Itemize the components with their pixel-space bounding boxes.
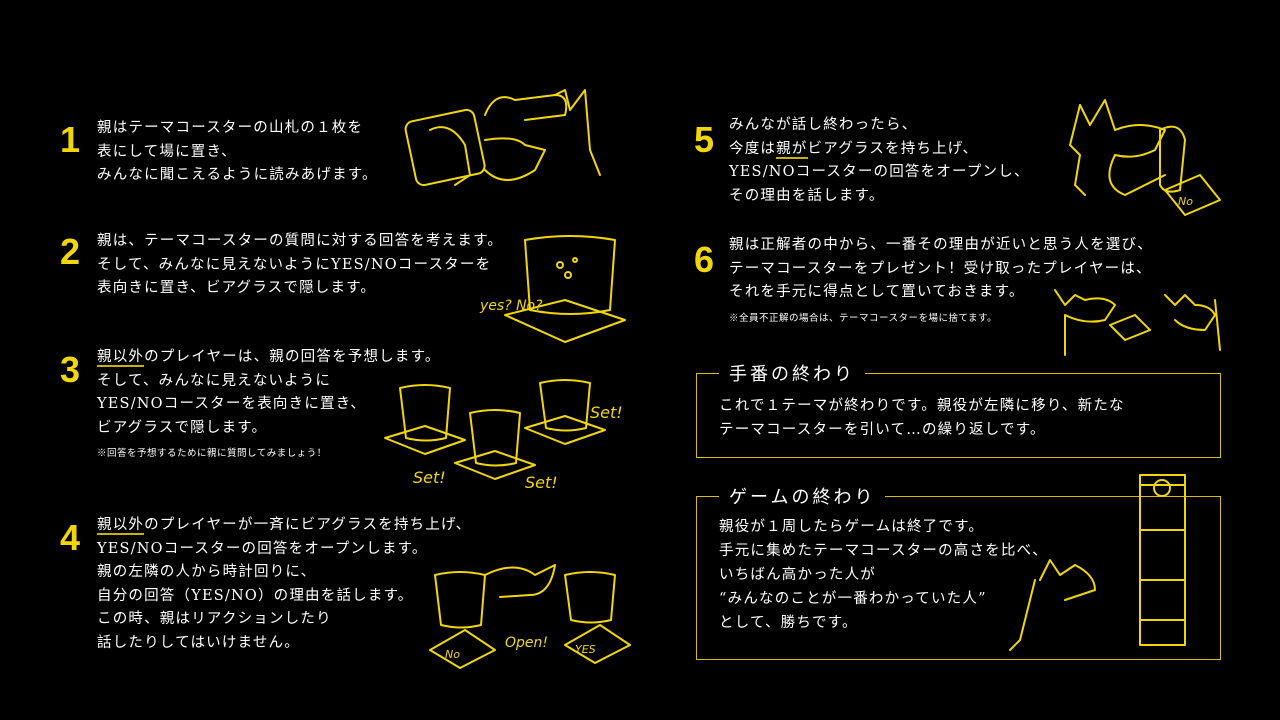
step-2-text: 親は、テーマコースターの質問に対する回答を考えます。 そして、みんなに見えないよ… [97,230,503,301]
step-line: 自分の回答（YES/NO）の理由を話します。 [97,587,414,604]
underline-non-parent: 親以外 [97,349,145,367]
no-doodle: No [445,648,460,661]
step-1-text: 親はテーマコースターの山札の１枚を 表にして場に置き、 みんなに聞こえるように読… [97,117,378,188]
step-line: みんなに聞こえるように読みあげます。 [97,167,378,183]
parent-monster-illustration: No [1069,99,1221,216]
set-doodle: Set! [525,473,558,492]
step-line: この時、親はリアクションしたり [97,611,332,627]
set-glasses-illustration: Set! Set! Set! [384,379,623,492]
step-line: 表向きに置き、ビアグラスで隠します。 [97,280,377,296]
step-note: ※回答を予想するために親に質問してみましょう！ [97,448,327,459]
step-line: 表にして場に置き、 [97,143,237,160]
step-line: 今度は [729,140,777,157]
step-5-text: みんなが話し終わったら、 今度は親がビアグラスを持ち上げ、 YES/NOコースタ… [729,114,1030,208]
text-line: 手元に集めたテーマコースターの高さを比べ、 [719,543,1048,559]
yes-doodle: YES [575,643,596,656]
text-line: これで１テーマが終わりです。親役が左隣に移り、新たな [719,398,1125,414]
step-line: そして、みんなに見えないようにYES/NOコースターを [97,256,492,273]
text-line: “みんなのことが一番わかっていた人” [719,591,987,607]
step-number-5: 5 [694,119,715,160]
step-line: のプレイヤーが一斉にビアグラスを持ち上げ、 [144,517,472,533]
present-monsters-illustration [1054,289,1221,356]
beer-glass-illustration: yes? No? [479,235,626,343]
step-number-3: 3 [60,349,81,390]
open-doodle: Open! [505,635,548,651]
underline-parent: 親が [776,140,808,159]
step-number-1: 1 [60,119,81,160]
step-line: YES/NOコースターの回答をオープンします。 [97,540,428,557]
step-line: のプレイヤーは、親の回答を予想します。 [144,349,441,365]
text-line: テーマコースターを引いて…の繰り返しです。 [719,422,1046,438]
game-end-box: ゲームの終わり 親役が１周したらゲームは終了です。 手元に集めたテーマコースター… [696,483,1221,660]
coaster-stack-monster-illustration [1009,474,1186,651]
step-line: その理由を話します。 [729,187,885,204]
step-line: YES/NOコースターを表向きに置き、 [97,396,367,412]
step-line: 話したりしてはいけません。 [97,634,300,651]
step-line: そして、みんなに見えないように [97,372,332,389]
card-reading-monster-illustration [404,89,601,187]
open-illustration: No YES Open! [429,564,631,669]
step-line: YES/NOコースターの回答をオープンし、 [729,164,1030,180]
step-line: テーマコースターをプレゼント！受け取ったプレイヤーは、 [729,260,1152,277]
step-line: ビアグラスで隠します。 [97,419,268,436]
game-end-title: ゲームの終わり [719,483,886,509]
step-line: 親の左隣の人から時計回りに、 [97,564,317,580]
step-number-6: 6 [694,239,715,280]
game-end-text: 親役が１周したらゲームは終了です。 手元に集めたテーマコースターの高さを比べ、 … [719,515,1048,635]
text-line: として、勝ちです。 [719,615,858,631]
step-number-4: 4 [60,517,81,558]
step-6-text: 親は正解者の中から、一番その理由が近いと思う人を選び、 テーマコースターをプレゼ… [729,234,1153,330]
step-line: ビアグラスを持ち上げ、 [807,140,979,157]
step-line: 親は正解者の中から、一番その理由が近いと思う人を選び、 [729,237,1153,253]
set-doodle: Set! [413,468,446,487]
step-line: 親はテーマコースターの山札の１枚を [97,120,364,136]
turn-end-title: 手番の終わり [719,360,865,386]
step-line: それを手元に得点として置いておきます。 [729,284,1025,300]
step-number-2: 2 [60,231,81,272]
turn-end-box: 手番の終わり これで１テーマが終わりです。親役が左隣に移り、新たな テーマコース… [696,360,1221,458]
underline-non-parent: 親以外 [97,517,145,535]
text-line: いちばん高かった人が [719,567,876,583]
set-doodle: Set! [590,403,623,422]
turn-end-text: これで１テーマが終わりです。親役が左隣に移り、新たな テーマコースターを引いて…… [719,394,1125,442]
step-3-text: 親以外のプレイヤーは、親の回答を予想します。 そして、みんなに見えないように Y… [97,346,441,466]
step-note: ※全員不正解の場合は、テーマコースターを場に捨てます。 [729,312,998,324]
step-line: 親は、テーマコースターの質問に対する回答を考えます。 [97,233,504,249]
no-doodle: No [1178,195,1193,208]
step-4-text: 親以外のプレイヤーが一斉にビアグラスを持ち上げ、 YES/NOコースターの回答を… [97,514,471,655]
text-line: 親役が１周したらゲームは終了です。 [719,519,985,535]
yes-no-doodle: yes? No? [479,298,543,314]
step-line: みんなが話し終わったら、 [729,117,918,133]
